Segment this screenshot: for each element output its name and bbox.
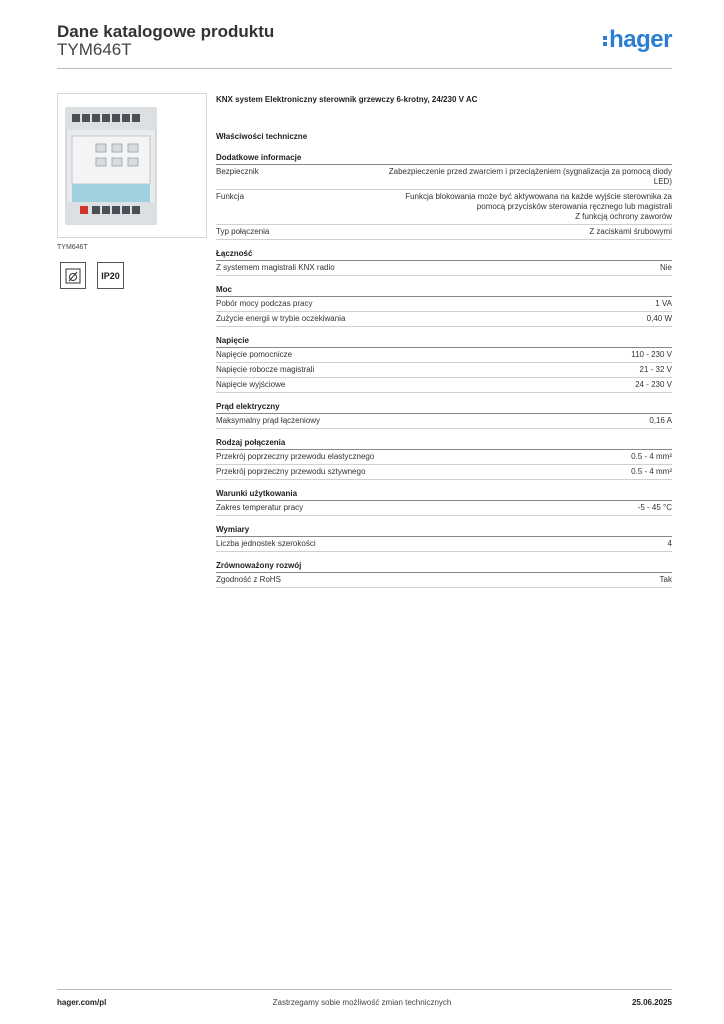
spec-row: Funkcja Funkcja blokowania może być aktyw…: [216, 190, 672, 225]
spec-value: 110 - 230 V: [631, 350, 672, 359]
spec-value: -5 - 45 °C: [637, 503, 672, 512]
spec-row: Napięcie robocze magistrali 21 - 32 V: [216, 363, 672, 378]
spec-key: Typ połączenia: [216, 227, 270, 236]
spec-row: Przekrój poprzeczny przewodu elastyczneg…: [216, 450, 672, 465]
spec-value: 0,40 W: [646, 314, 672, 323]
spec-key: Napięcie pomocnicze: [216, 350, 293, 359]
spec-value: 21 - 32 V: [639, 365, 672, 374]
spec-value: 0.5 - 4 mm²: [631, 452, 672, 461]
spec-row: Zużycie energii w trybie oczekiwania 0,40…: [216, 312, 672, 327]
spec-key: Z systemem magistrali KNX radio: [216, 263, 335, 272]
spec-group-title: Dodatkowe informacje: [216, 153, 672, 165]
spec-panel: KNX system Elektroniczny sterownik grzew…: [216, 95, 672, 597]
spec-group-title: Wymiary: [216, 525, 672, 537]
spec-key: Zgodność z RoHS: [216, 575, 281, 584]
spec-row: Z systemem magistrali KNX radio Nie: [216, 261, 672, 276]
spec-value: Tak: [659, 575, 672, 584]
spec-row: Maksymalny prąd łączeniowy 0,16 A: [216, 414, 672, 429]
section-label: Właściwości techniczne: [216, 132, 308, 141]
product-image: [57, 93, 207, 238]
spec-group: Łączność Z systemem magistrali KNX radio N…: [216, 249, 672, 276]
page-title: Dane katalogowe produktu: [57, 22, 275, 41]
spec-group-title: Moc: [216, 285, 672, 297]
footer-divider: [57, 989, 672, 990]
footer-disclaimer: Zastrzegamy sobie możliwość zmian techni…: [272, 998, 452, 1007]
product-description: KNX system Elektroniczny sterownik grzew…: [216, 95, 478, 104]
spec-row: Pobór mocy podczas pracy 1 VA: [216, 297, 672, 312]
hager-logo: hager: [603, 26, 672, 54]
spec-row: Liczba jednostek szerokości 4: [216, 537, 672, 552]
spec-value: Z zaciskami śrubowymi: [589, 227, 672, 236]
spec-group-title: Rodzaj połączenia: [216, 438, 672, 450]
spec-key: Funkcja: [216, 192, 245, 201]
spec-key: Przekrój poprzeczny przewodu elastyczneg…: [216, 452, 375, 461]
spec-key: Liczba jednostek szerokości: [216, 539, 316, 548]
spec-group-title: Prąd elektryczny: [216, 402, 672, 414]
spec-value: Zabezpieczenie przed zwarciem i przeciąż…: [388, 167, 672, 186]
spec-group-title: Napięcie: [216, 336, 672, 348]
spec-value: Nie: [659, 263, 672, 272]
spec-key: Zakres temperatur pracy: [216, 503, 304, 512]
spec-row: Bezpiecznik Zabezpieczenie przed zwarciem…: [216, 165, 672, 190]
device-symbol-icon: [60, 262, 86, 289]
footer-date: 25.06.2025: [631, 998, 672, 1007]
spec-key: Zużycie energii w trybie oczekiwania: [216, 314, 346, 323]
spec-key: Napięcie wyjściowe: [216, 380, 286, 389]
spec-group-title: Warunki użytkowania: [216, 489, 672, 501]
spec-value: 0.5 - 4 mm²: [631, 467, 672, 476]
spec-key: Maksymalny prąd łączeniowy: [216, 416, 321, 425]
spec-key: Bezpiecznik: [216, 167, 259, 176]
spec-row: Zgodność z RoHS Tak: [216, 573, 672, 588]
product-code: TYM646T: [57, 40, 132, 59]
logo-dots-icon: [603, 34, 608, 48]
header-divider: [57, 68, 672, 69]
spec-value: Funkcja blokowania może być aktywowana n…: [405, 192, 672, 221]
logo-text: hager: [609, 26, 672, 53]
spec-row: Napięcie pomocnicze 110 - 230 V: [216, 348, 672, 363]
image-caption: TYM646T: [57, 244, 88, 251]
spec-row: Napięcie wyjściowe 24 - 230 V: [216, 378, 672, 393]
spec-key: Napięcie robocze magistrali: [216, 365, 315, 374]
spec-group-title: Zrównoważony rozwój: [216, 561, 672, 573]
footer-website: hager.com/pl: [57, 998, 107, 1007]
spec-value: 1 VA: [655, 299, 672, 308]
spec-key: Pobór mocy podczas pracy: [216, 299, 313, 308]
spec-value: 24 - 230 V: [635, 380, 672, 389]
spec-key: Przekrój poprzeczny przewodu sztywnego: [216, 467, 366, 476]
spec-value: 4: [667, 539, 672, 548]
spec-row: Przekrój poprzeczny przewodu sztywnego 0.…: [216, 465, 672, 480]
spec-value: 0,16 A: [649, 416, 672, 425]
spec-row: Typ połączenia Z zaciskami śrubowymi: [216, 225, 672, 240]
spec-row: Zakres temperatur pracy -5 - 45 °C: [216, 501, 672, 516]
spec-group-title: Łączność: [216, 249, 672, 261]
ip-rating-badge: IP20: [97, 262, 124, 289]
